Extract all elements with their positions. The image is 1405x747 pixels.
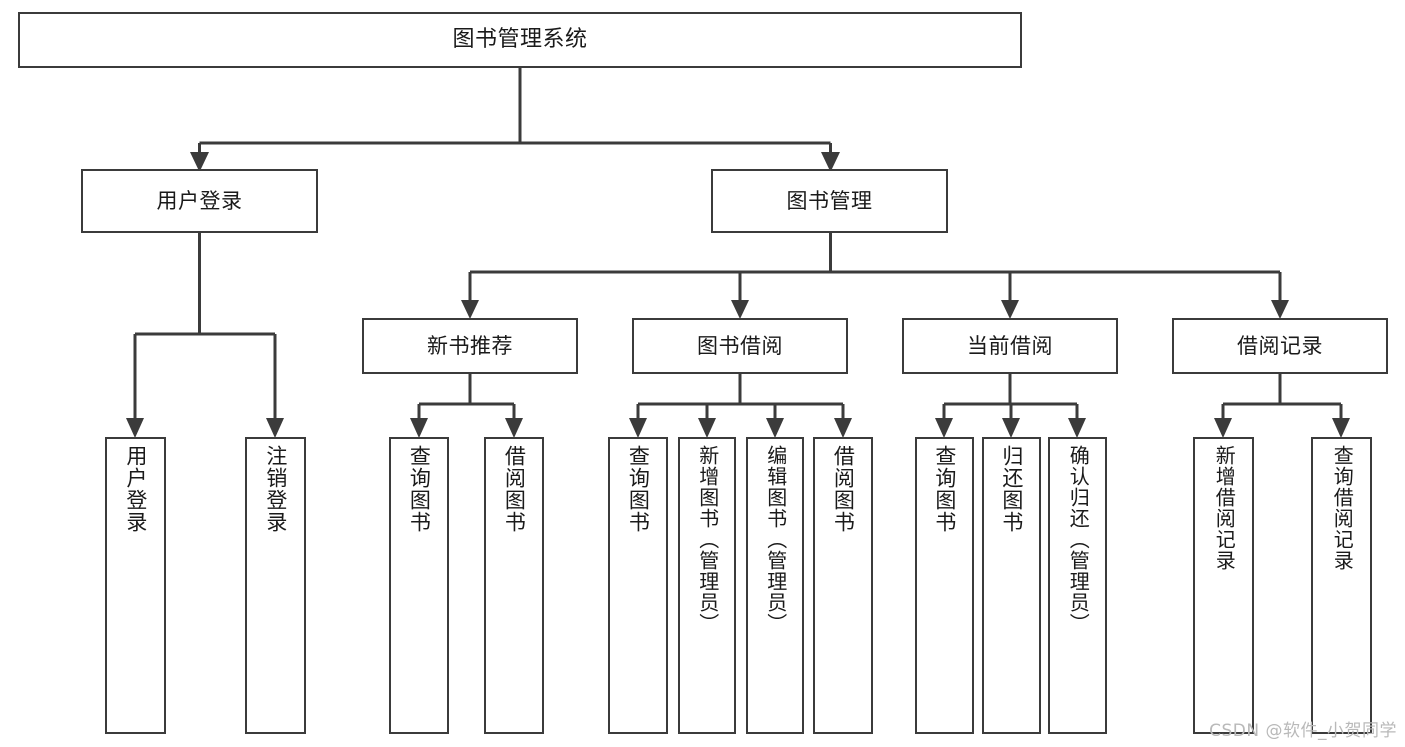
leaf-current-query-book[interactable]: 查询图书 bbox=[915, 437, 974, 734]
leaf-current-return-book-label: 归还图书 bbox=[999, 445, 1024, 533]
leaf-user-login-label: 用户登录 bbox=[123, 445, 148, 533]
leaf-record-add[interactable]: 新增借阅记录 bbox=[1193, 437, 1254, 734]
leaf-new-borrow-book[interactable]: 借阅图书 bbox=[484, 437, 544, 734]
node-borrow-record[interactable]: 借阅记录 bbox=[1172, 318, 1388, 374]
leaf-borrow-edit-book-admin[interactable]: 编辑图书（管理员） bbox=[746, 437, 804, 734]
leaf-new-query-book[interactable]: 查询图书 bbox=[389, 437, 449, 734]
node-borrow-record-label: 借阅记录 bbox=[1237, 333, 1323, 358]
node-root-system-label: 图书管理系统 bbox=[452, 27, 588, 52]
arrowheads bbox=[126, 152, 1350, 438]
node-book-management-module-label: 图书管理 bbox=[786, 188, 873, 213]
node-user-login-module[interactable]: 用户登录 bbox=[81, 169, 318, 233]
leaf-borrow-query-book-label: 查询图书 bbox=[626, 445, 651, 533]
leaf-borrow-lend-book[interactable]: 借阅图书 bbox=[813, 437, 873, 734]
leaf-new-borrow-book-label: 借阅图书 bbox=[502, 445, 527, 533]
node-current-borrow[interactable]: 当前借阅 bbox=[902, 318, 1118, 374]
node-book-management-module[interactable]: 图书管理 bbox=[711, 169, 948, 233]
node-current-borrow-label: 当前借阅 bbox=[967, 333, 1053, 358]
node-new-book-recommend[interactable]: 新书推荐 bbox=[362, 318, 578, 374]
leaf-current-return-book[interactable]: 归还图书 bbox=[982, 437, 1041, 734]
leaf-current-confirm-return-admin[interactable]: 确认归还（管理员） bbox=[1048, 437, 1107, 734]
leaf-record-query[interactable]: 查询借阅记录 bbox=[1311, 437, 1372, 734]
leaf-record-add-label: 新增借阅记录 bbox=[1212, 445, 1237, 571]
leaf-borrow-lend-book-label: 借阅图书 bbox=[831, 445, 856, 533]
leaf-new-query-book-label: 查询图书 bbox=[407, 445, 432, 533]
leaf-current-query-book-label: 查询图书 bbox=[932, 445, 957, 533]
leaf-record-query-label: 查询借阅记录 bbox=[1330, 445, 1355, 571]
leaf-current-confirm-return-admin-label: 确认归还（管理员） bbox=[1066, 445, 1091, 634]
node-book-borrow[interactable]: 图书借阅 bbox=[632, 318, 848, 374]
leaf-borrow-query-book[interactable]: 查询图书 bbox=[608, 437, 668, 734]
leaf-borrow-add-book-admin[interactable]: 新增图书（管理员） bbox=[678, 437, 736, 734]
node-user-login-module-label: 用户登录 bbox=[156, 188, 243, 213]
node-root-system[interactable]: 图书管理系统 bbox=[18, 12, 1022, 68]
leaf-user-logout[interactable]: 注销登录 bbox=[245, 437, 306, 734]
leaf-borrow-add-book-admin-label: 新增图书（管理员） bbox=[695, 445, 720, 634]
leaf-borrow-edit-book-admin-label: 编辑图书（管理员） bbox=[763, 445, 788, 634]
node-book-borrow-label: 图书借阅 bbox=[697, 333, 783, 358]
leaf-user-login[interactable]: 用户登录 bbox=[105, 437, 166, 734]
leaf-user-logout-label: 注销登录 bbox=[263, 445, 288, 533]
node-new-book-recommend-label: 新书推荐 bbox=[427, 333, 513, 358]
